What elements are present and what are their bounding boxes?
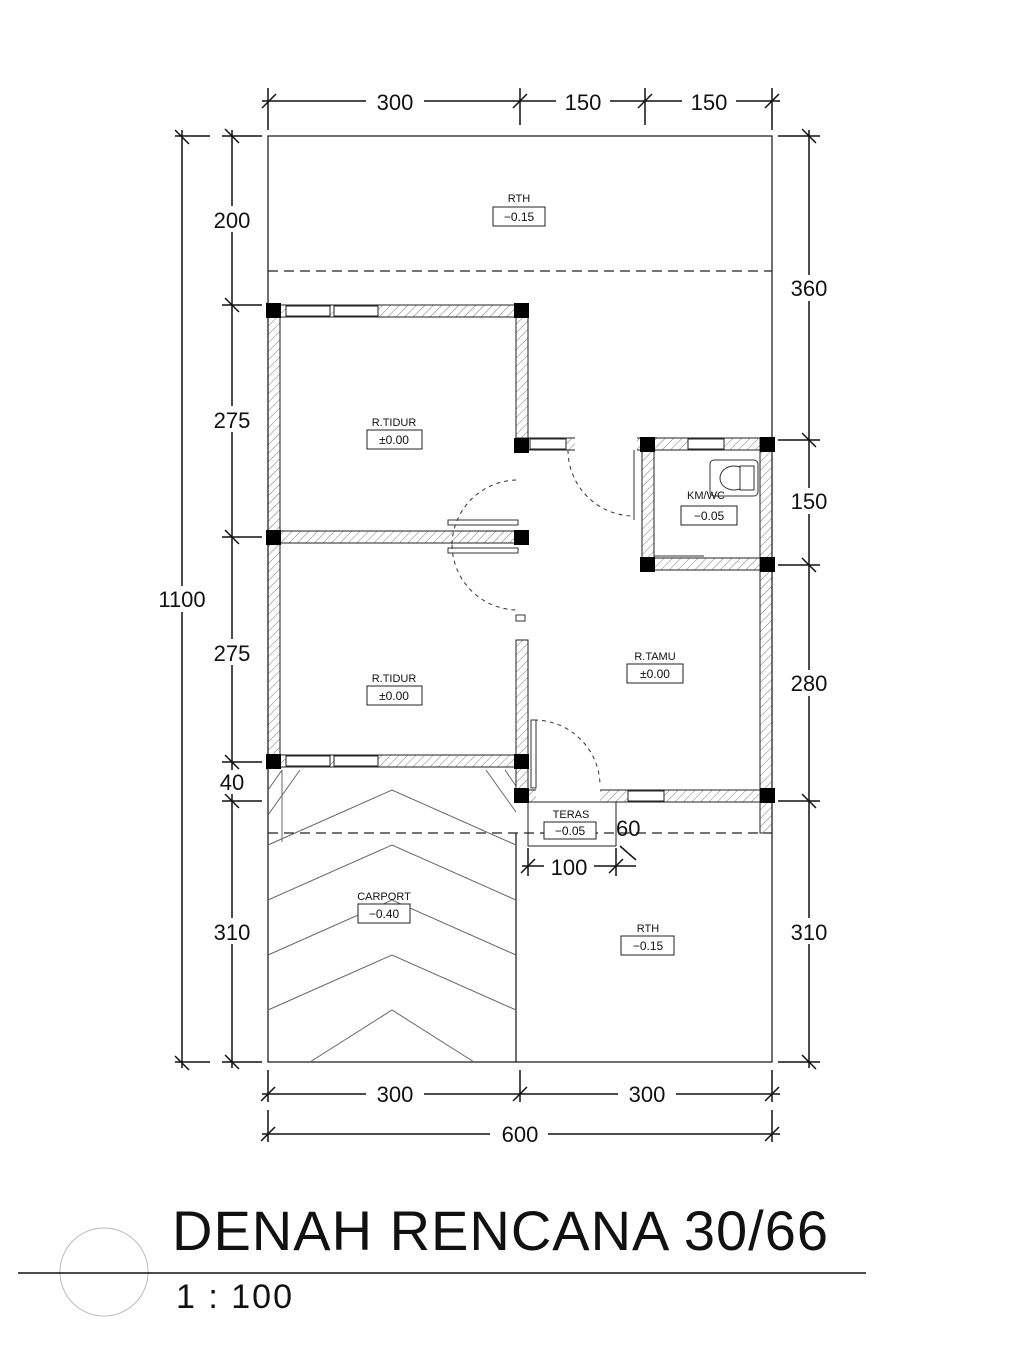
room-name: CARPORT	[357, 891, 411, 903]
room-level: ±0.00	[640, 667, 670, 681]
dim-left-4: 40	[220, 770, 244, 795]
doors	[447, 449, 704, 789]
dim-bottom-total: 600	[502, 1122, 539, 1147]
room-level: −0.15	[504, 210, 535, 224]
dim-right-1: 360	[791, 276, 828, 301]
dim-left-5: 310	[214, 920, 251, 945]
door-openings	[515, 437, 637, 803]
dim-left-1: 200	[214, 208, 251, 233]
columns	[266, 303, 775, 803]
dim-right-4: 310	[791, 920, 828, 945]
drawing-scale: 1 : 100	[176, 1278, 294, 1316]
room-level: −0.40	[369, 907, 400, 921]
room-level: ±0.00	[379, 433, 409, 447]
dim-teras-depth: 60	[616, 816, 640, 841]
room-name: RTH	[637, 923, 659, 935]
dim-right-2: 150	[791, 489, 828, 514]
room-living-room: R.TAMU ±0.00	[626, 651, 684, 684]
dim-top-2: 150	[565, 90, 602, 115]
dimension-labels: 300 150 150 1100 200 275 275 40 310 360 …	[152, 88, 833, 1147]
dim-top-1: 300	[377, 90, 414, 115]
dim-left-total: 1100	[158, 587, 205, 612]
dim-bottom-1: 300	[377, 1082, 414, 1107]
dim-left-3: 275	[214, 641, 251, 666]
terrace-outline	[527, 801, 617, 847]
room-bathroom: KM/WC −0.05	[680, 490, 738, 526]
toilet-fixture	[709, 459, 759, 497]
room-bedroom-1: R.TIDUR ±0.00	[366, 417, 423, 450]
room-name: R.TAMU	[634, 651, 675, 663]
windows	[285, 305, 725, 802]
room-name: R.TIDUR	[372, 673, 417, 685]
room-level: −0.05	[694, 509, 725, 523]
room-name: RTH	[508, 193, 530, 205]
room-terrace: TERAS −0.05	[543, 809, 597, 840]
room-name: R.TIDUR	[372, 417, 417, 429]
title-block	[18, 1227, 866, 1317]
room-labels: RTH −0.15 R.TIDUR ±0.00 R.TIDUR ±0.00 KM…	[357, 193, 738, 956]
carport-pattern	[267, 769, 517, 1063]
room-rth-bottom: RTH −0.15	[620, 923, 675, 956]
room-level: −0.05	[555, 824, 586, 838]
room-name: TERAS	[553, 809, 590, 821]
room-name: KM/WC	[687, 490, 725, 502]
dim-teras-width: 100	[551, 855, 588, 880]
room-level: ±0.00	[379, 689, 409, 703]
dim-top-3: 150	[691, 90, 728, 115]
room-level: −0.15	[633, 939, 664, 953]
dim-right-3: 280	[791, 671, 828, 696]
room-rth-top: RTH −0.15	[492, 193, 546, 227]
drawing-title: DENAH RENCANA 30/66	[172, 1199, 830, 1262]
room-bedroom-2: R.TIDUR ±0.00	[366, 673, 423, 706]
dim-bottom-2: 300	[629, 1082, 666, 1107]
dim-left-2: 275	[214, 408, 251, 433]
room-carport: CARPORT −0.40	[357, 891, 411, 924]
